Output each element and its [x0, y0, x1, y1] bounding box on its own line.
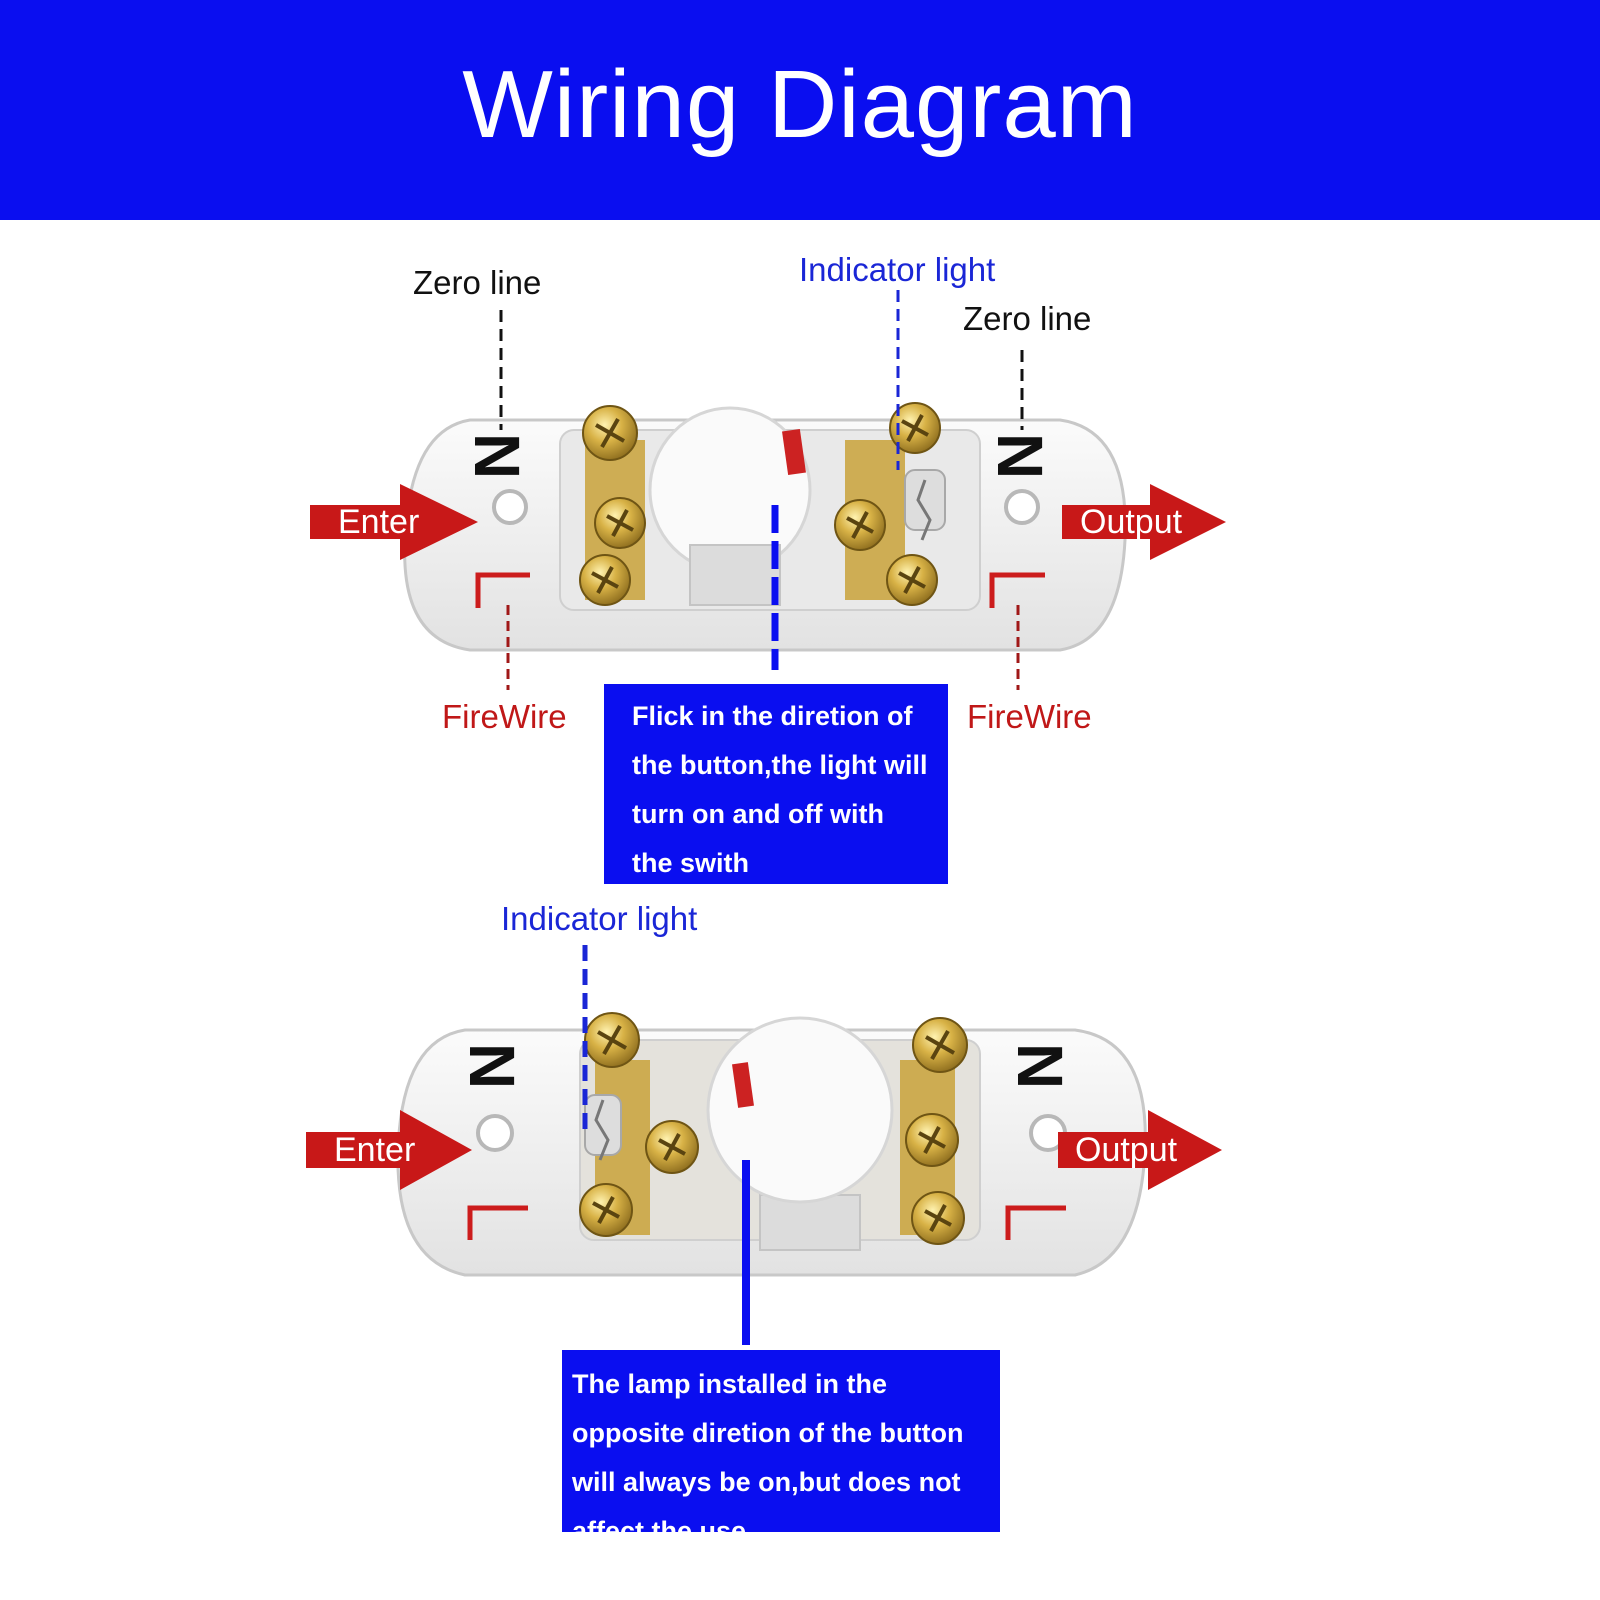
top-screw-4 — [889, 402, 941, 454]
top-indicator-lamp — [904, 469, 946, 531]
page-title: Wiring Diagram — [462, 51, 1138, 158]
top-lamp-filament — [916, 479, 932, 541]
bottom-n-right: N — [1004, 1043, 1076, 1089]
bottom-output-label: Output — [1075, 1131, 1178, 1169]
bottom-knob-red-mark — [732, 1062, 754, 1108]
top-zero-line-right-label: Zero line — [963, 300, 1092, 337]
bottom-output-arrow — [1058, 1110, 1222, 1190]
top-screw-3 — [579, 554, 631, 606]
top-indicator-light-label: Indicator light — [799, 251, 996, 288]
top-mount-hole-left — [492, 489, 528, 525]
bottom-screw-6 — [911, 1191, 965, 1245]
bottom-switch — [306, 945, 1222, 1345]
bottom-switch-knob — [706, 1016, 894, 1204]
top-firewire-mark-left — [475, 572, 530, 608]
bottom-screw-4 — [912, 1017, 968, 1073]
bottom-n-left: N — [456, 1043, 528, 1089]
top-screw-5 — [834, 499, 886, 551]
top-n-right: N — [984, 433, 1056, 479]
top-output-label: Output — [1080, 503, 1183, 541]
bottom-switch-slider — [759, 1194, 861, 1251]
top-switch — [310, 290, 1226, 690]
top-firewire-left-label: FireWire — [442, 698, 567, 735]
top-mount-hole-right — [1004, 489, 1040, 525]
bottom-screw-5 — [905, 1113, 959, 1167]
bottom-screw-1 — [584, 1012, 640, 1068]
bottom-lamp-filament — [594, 1099, 610, 1161]
top-knob-red-mark — [782, 428, 806, 476]
top-firewire-mark-right — [989, 572, 1045, 608]
top-output-arrow — [1062, 484, 1226, 560]
bottom-mount-hole-left — [476, 1114, 514, 1152]
top-firewire-right-label: FireWire — [967, 698, 1092, 735]
top-enter-arrow — [310, 484, 478, 560]
top-switch-slider — [689, 544, 781, 606]
bottom-screw-2 — [645, 1120, 699, 1174]
bottom-indicator-light-label: Indicator light — [501, 900, 698, 937]
bottom-screw-3 — [579, 1183, 633, 1237]
top-screw-1 — [582, 405, 638, 461]
bottom-enter-label: Enter — [334, 1131, 416, 1169]
top-screw-2 — [594, 497, 646, 549]
top-screw-6 — [886, 554, 938, 606]
top-enter-label: Enter — [338, 503, 420, 541]
bottom-firewire-mark-right — [1005, 1205, 1066, 1240]
title-banner: Wiring Diagram — [0, 0, 1600, 220]
top-note-box: Flick in the diretion of the button,the … — [604, 684, 948, 884]
bottom-enter-arrow — [306, 1110, 472, 1190]
bottom-firewire-mark-left — [467, 1205, 528, 1240]
bottom-note-box: The lamp installed in the opposite diret… — [562, 1350, 1000, 1546]
top-zero-line-left-label: Zero line — [413, 264, 542, 301]
top-n-left: N — [461, 433, 533, 479]
